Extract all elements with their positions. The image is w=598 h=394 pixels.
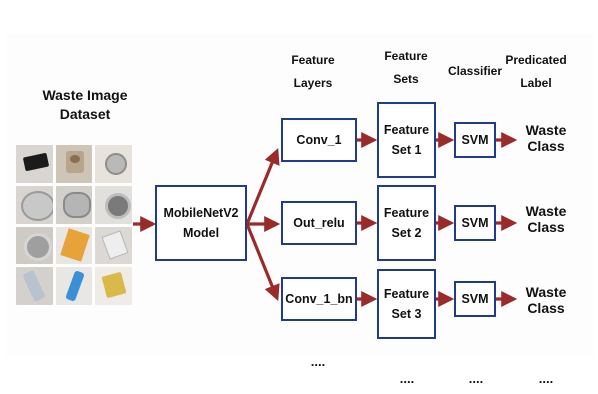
thumbnail-clear-plastic <box>95 226 132 265</box>
ellipsis-classifier: .... <box>468 371 484 386</box>
predicted-label-2-line2: Class <box>527 219 565 235</box>
svm-box-2: SVM <box>454 205 496 241</box>
predicted-label-1: Waste Class <box>518 122 574 154</box>
svm-label-1: SVM <box>461 133 489 147</box>
thumbnail-black-bag <box>16 145 53 183</box>
feature-set-2-line2: Set 2 <box>391 226 422 240</box>
header-feature-layers-line2: Layers <box>293 76 333 90</box>
feature-set-box-2: Feature Set 2 <box>377 185 436 261</box>
header-predicted-label-line1: Predicated <box>505 53 567 67</box>
ellipsis-predicted-label: .... <box>538 371 554 386</box>
header-predicted-label-line2: Label <box>520 76 552 90</box>
thumbnail-can-top <box>95 185 132 224</box>
feature-set-3-line1: Feature <box>383 287 430 301</box>
header-classifier: Classifier <box>447 64 503 78</box>
arrow-model-to-conv1 <box>245 148 280 225</box>
dataset-title: Waste Image Dataset <box>20 86 150 124</box>
predicted-label-2: Waste Class <box>518 203 574 235</box>
thumbnail-plastic-container <box>16 185 53 224</box>
thumbnail-crumpled-foil <box>55 185 93 224</box>
ellipsis-feature-layers: .... <box>310 354 326 369</box>
thumbnail-plastic-bottle <box>16 267 53 305</box>
predicted-label-3-line2: Class <box>527 300 565 316</box>
header-feature-layers-line1: Feature <box>291 53 335 67</box>
thumbnail-metal-cap <box>95 145 132 183</box>
header-feature-sets: Feature Sets <box>375 45 437 91</box>
feature-set-1-line2: Set 1 <box>391 143 422 157</box>
feature-layer-label-1: Conv_1 <box>296 133 342 147</box>
thumbnail-metal-can <box>16 226 53 265</box>
thumbnail-paper-cup <box>55 145 93 183</box>
header-feature-sets-line1: Feature <box>384 49 428 63</box>
feature-set-box-1: Feature Set 1 <box>377 102 436 178</box>
thumbnail-blue-bottle <box>55 267 93 305</box>
feature-set-1-line1: Feature <box>383 123 430 137</box>
thumbnail-orange-cardboard <box>55 226 93 265</box>
waste-image-grid <box>16 145 132 305</box>
predicted-label-2-line1: Waste <box>525 203 567 219</box>
dataset-title-line2: Dataset <box>59 106 111 122</box>
feature-layer-box-3: Conv_1_bn <box>281 277 357 321</box>
model-box: MobileNetV2 Model <box>155 185 247 261</box>
header-feature-layers: Feature Layers <box>281 49 345 95</box>
model-line2: Model <box>182 226 220 240</box>
feature-set-3-line2: Set 3 <box>391 307 422 321</box>
model-line1: MobileNetV2 <box>163 206 239 220</box>
header-feature-sets-line2: Sets <box>393 72 419 86</box>
predicted-label-1-line1: Waste <box>525 122 567 138</box>
feature-layer-label-2: Out_relu <box>293 216 345 230</box>
predicted-label-1-line2: Class <box>527 138 565 154</box>
svm-box-1: SVM <box>454 122 496 158</box>
dataset-title-line1: Waste Image <box>42 87 128 103</box>
feature-set-2-line1: Feature <box>383 206 430 220</box>
thumbnail-yellow-wrapper <box>95 267 132 305</box>
svm-box-3: SVM <box>454 281 496 317</box>
ellipsis-feature-sets: .... <box>399 371 415 386</box>
svm-label-2: SVM <box>461 216 489 230</box>
predicted-label-3-line1: Waste <box>525 284 567 300</box>
predicted-label-3: Waste Class <box>518 284 574 316</box>
feature-layer-box-1: Conv_1 <box>281 118 357 162</box>
feature-layer-box-2: Out_relu <box>281 201 357 245</box>
header-predicted-label: Predicated Label <box>500 49 572 95</box>
feature-set-box-3: Feature Set 3 <box>377 269 436 339</box>
svm-label-3: SVM <box>461 292 489 306</box>
feature-layer-label-3: Conv_1_bn <box>285 292 353 306</box>
arrow-model-to-conv1bn <box>245 223 280 301</box>
